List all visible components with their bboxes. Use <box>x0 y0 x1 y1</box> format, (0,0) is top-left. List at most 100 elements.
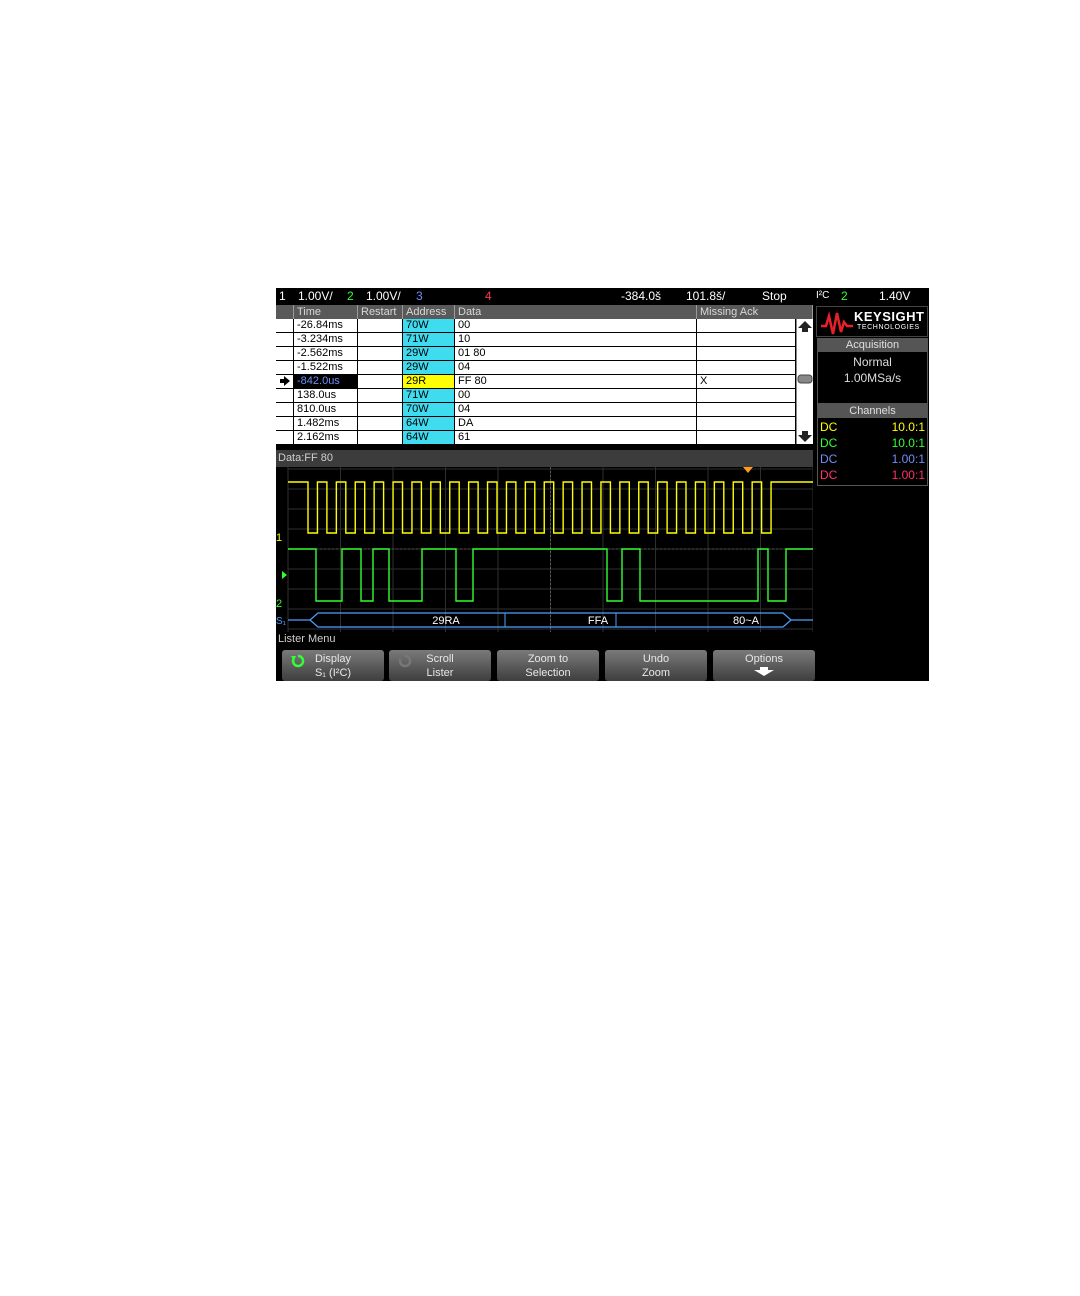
bus-trace-upper <box>288 612 813 621</box>
channels-title[interactable]: Channels <box>817 404 928 418</box>
trigger-level-icon <box>282 571 287 579</box>
decode-segment: 80~A <box>733 615 760 627</box>
ch2-coupling: DC <box>820 436 838 450</box>
address-cell: 29W <box>403 361 455 374</box>
scroll-thumb[interactable] <box>797 374 813 384</box>
data-cell: FF 80 <box>455 375 697 388</box>
data-cell: 04 <box>455 403 697 416</box>
channel-1-info[interactable]: DC 10.0:1 <box>818 420 928 436</box>
selected-data-line: Data:FF 80 <box>276 450 813 467</box>
restart-cell <box>358 389 403 402</box>
selected-row-pointer-icon <box>276 375 294 388</box>
softkey-undo-zoom[interactable]: Undo Zoom <box>605 650 707 681</box>
trigger-source[interactable]: 2 <box>841 289 848 303</box>
address-cell: 64W <box>403 431 455 444</box>
arrow-up-icon[interactable] <box>798 321 812 332</box>
channel-2-info[interactable]: DC 10.0:1 <box>818 436 928 452</box>
softkey-options-line1: Options <box>745 653 783 665</box>
time-cell: -26.84ms <box>294 319 358 332</box>
bus-trace-lower <box>309 619 792 628</box>
trigger-type[interactable]: I²C <box>816 290 830 301</box>
address-cell: 64W <box>403 417 455 430</box>
ch2-number[interactable]: 2 <box>347 289 354 303</box>
softkey-undo-line2: Zoom <box>641 667 671 679</box>
restart-cell <box>358 361 403 374</box>
channel-3-info[interactable]: DC 1.00:1 <box>818 452 928 468</box>
softkey-zoom-line1: Zoom to <box>527 653 569 665</box>
time-cell: -1.522ms <box>294 361 358 374</box>
row-pointer <box>276 347 294 360</box>
channels-panel[interactable] <box>817 404 928 486</box>
ch1-scale[interactable]: 1.00V/ <box>298 289 333 303</box>
header-time[interactable]: Time <box>294 305 358 319</box>
channel-4-info[interactable]: DC 1.00:1 <box>818 468 928 484</box>
delay-readout[interactable]: -384.0š <box>621 289 662 303</box>
address-cell: 29R <box>403 375 455 388</box>
brand-logo: KEYSIGHT TECHNOLOGIES <box>816 306 928 337</box>
softkey-zoom-line2: Selection <box>525 667 571 679</box>
ch3-number[interactable]: 3 <box>416 289 423 303</box>
acquisition-mode: Normal <box>853 355 892 369</box>
missing-ack-cell <box>697 361 796 374</box>
missing-ack-cell <box>697 347 796 360</box>
acquisition-panel[interactable] <box>817 338 928 404</box>
header-pointer <box>276 305 294 319</box>
softkey-scroll-lister[interactable]: Scroll Lister <box>389 650 491 681</box>
arrow-down-icon[interactable] <box>798 431 812 442</box>
rotate-knob-icon <box>398 654 412 668</box>
row-pointer <box>276 403 294 416</box>
missing-ack-cell: X <box>697 375 796 388</box>
header-data[interactable]: Data <box>455 305 697 319</box>
ch1-ground-label: 1 <box>276 532 282 544</box>
row-pointer <box>276 319 294 332</box>
address-cell: 71W <box>403 389 455 402</box>
data-cell: 61 <box>455 431 697 444</box>
header-address[interactable]: Address <box>403 305 455 319</box>
time-cell: 810.0us <box>294 403 358 416</box>
restart-cell <box>358 333 403 346</box>
softkey-display[interactable]: Display S₁ (I²C) <box>282 650 384 681</box>
header-restart[interactable]: Restart <box>358 305 403 319</box>
ch1-coupling: DC <box>820 420 838 434</box>
trigger-level[interactable]: 1.40V <box>879 289 911 303</box>
address-cell: 29W <box>403 347 455 360</box>
restart-cell <box>358 417 403 430</box>
ch4-number[interactable]: 4 <box>485 289 492 303</box>
softkey-options[interactable]: Options <box>713 650 815 681</box>
softkey-scroll-line2: Lister <box>426 667 454 679</box>
lister-table[interactable]: Time Restart Address Data Missing Ack -2… <box>276 305 813 445</box>
ch3-probe: 1.00:1 <box>891 452 925 466</box>
arrow-down-icon <box>754 667 774 676</box>
acquisition-rate: 1.00MSa/s <box>843 371 902 385</box>
scrollbar-graphics <box>797 321 813 442</box>
data-cell: 00 <box>455 389 697 402</box>
trigger-position-icon <box>743 467 753 473</box>
header-missing-ack[interactable]: Missing Ack <box>697 305 813 319</box>
time-cell: 1.482ms <box>294 417 358 430</box>
acquisition-title[interactable]: Acquisition <box>817 338 928 352</box>
time-cell: -2.562ms <box>294 347 358 360</box>
address-cell: 71W <box>403 333 455 346</box>
softkey-zoom-to-selection[interactable]: Zoom to Selection <box>497 650 599 681</box>
ch1-probe: 10.0:1 <box>891 420 925 434</box>
ch1-scl-trace <box>288 481 813 534</box>
brand-sub: TECHNOLOGIES <box>857 324 920 331</box>
missing-ack-cell <box>697 389 796 402</box>
keysight-wave-icon <box>821 311 853 335</box>
timebase-readout[interactable]: 101.8š/ <box>686 289 726 303</box>
ch4-probe: 1.00:1 <box>891 468 925 482</box>
ch1-number[interactable]: 1 <box>279 289 286 303</box>
lister-scrollbar[interactable] <box>796 319 813 444</box>
row-pointer <box>276 417 294 430</box>
ch2-scale[interactable]: 1.00V/ <box>366 289 401 303</box>
